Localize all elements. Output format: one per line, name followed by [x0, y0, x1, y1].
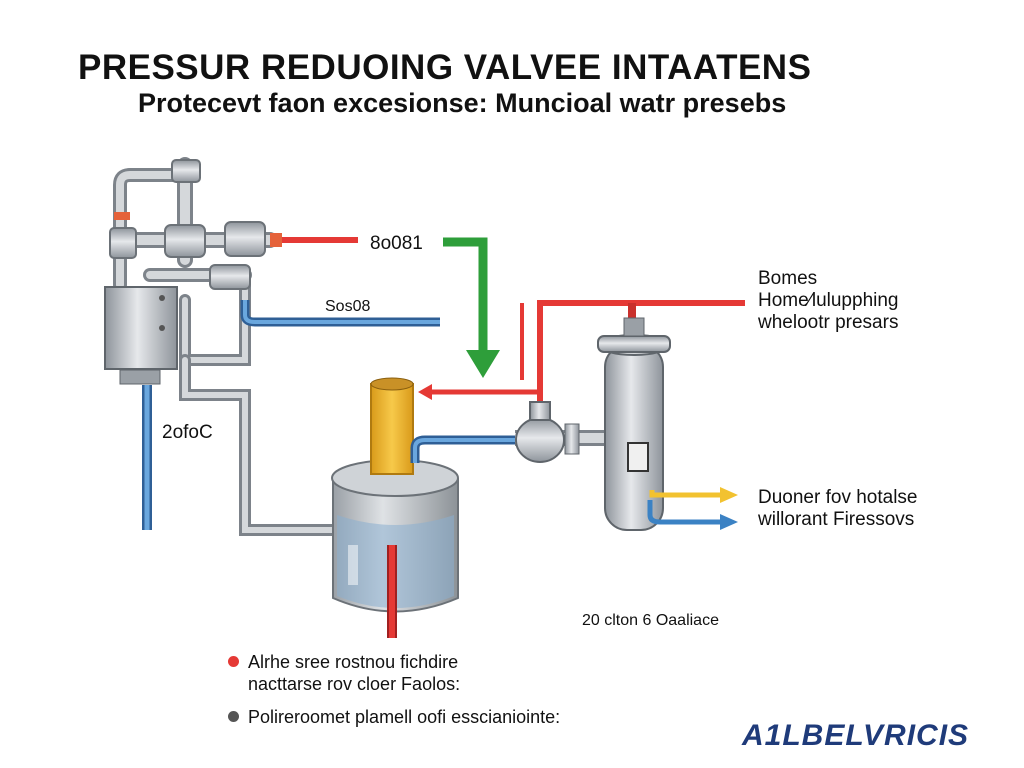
blue-line-label: Sos08: [325, 298, 371, 315]
water-tank: [331, 459, 459, 613]
page-title: PRESSUR REDUOING VALVEE INTAATENS: [78, 48, 812, 87]
control-box: [104, 286, 178, 370]
valve-body: [164, 224, 206, 258]
tank-note-label: 20 clton 6 Oaaliace: [582, 612, 719, 629]
right-bottom-line: willorant Firessovs: [758, 508, 915, 530]
bullet-item: Alrhe sree rostnou fichdire nacttarse ro…: [228, 652, 560, 695]
outlet-arrows: [647, 487, 738, 530]
valve-body: [209, 264, 251, 290]
right-top-line: Bomes: [758, 268, 818, 289]
left-pipe-label: 2ofoC: [162, 422, 213, 443]
right-bottom-label: Duoner fov hotalse willorant Firessovs: [758, 487, 918, 531]
bullet-text: nacttarse rov cloer Faolos:: [248, 673, 461, 694]
bullet-text: Alrhe sree rostnou fichdire: [248, 652, 459, 672]
bullet-list: Alrhe sree rostnou fichdire nacttarse ro…: [228, 652, 560, 729]
right-top-label: Bomes Home∕lulupphing whelootr presars: [758, 268, 899, 334]
cold-line-tank: [410, 435, 515, 463]
pressure-reducing-valve: [515, 401, 610, 463]
valve-body: [224, 221, 266, 257]
brand-logo: A1LBELVRICIS: [742, 719, 970, 752]
yellow-cylinder: [370, 377, 414, 475]
valve-body: [109, 227, 137, 259]
page-subtitle: Protecevt faon excesionse: Muncioal watr…: [138, 88, 787, 118]
grey-dot-icon: [228, 711, 239, 723]
right-top-line: Home∕lulupphing: [758, 289, 899, 311]
hot-return-arrow: [418, 384, 540, 400]
flow-arrow-icon: [443, 237, 500, 378]
right-bottom-line: Duoner fov hotalse: [758, 487, 918, 508]
red-dot-icon: [228, 656, 239, 667]
hot-line-heater: [537, 300, 745, 405]
top-gauge-label: 8o081: [370, 233, 423, 254]
water-heater: [597, 317, 671, 531]
right-top-line: whelootr presars: [758, 311, 899, 333]
bullet-text: Polireroomet plamell oofi esscianiointe:: [248, 707, 561, 728]
valve-body: [171, 159, 201, 183]
bullet-item: Polireroomet plamell oofi esscianiointe:: [228, 707, 560, 729]
